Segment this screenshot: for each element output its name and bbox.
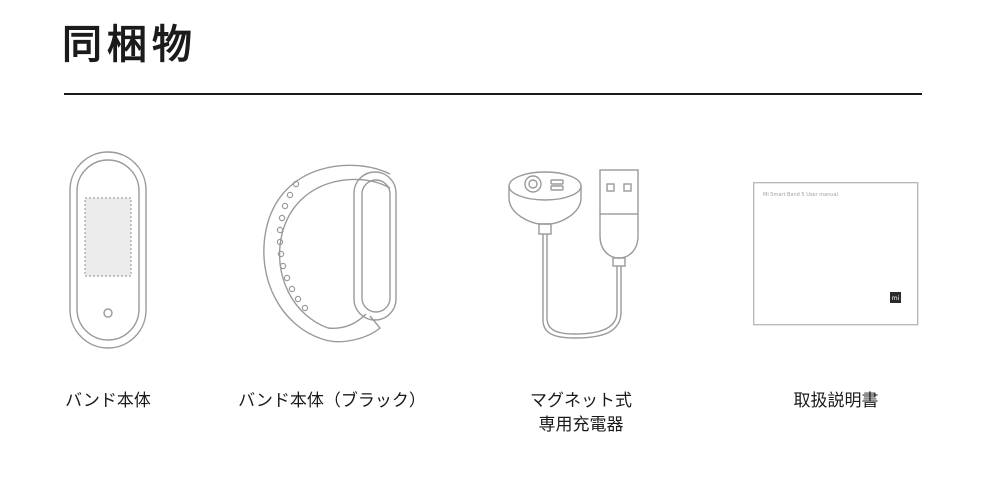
band-strap-illustration (258, 158, 408, 346)
title-divider (64, 93, 922, 95)
manual-illustration: Mi Smart Band 5 User manual mi (753, 182, 919, 326)
manual-cover-text: Mi Smart Band 5 User manual (763, 192, 838, 198)
mi-logo-text: mi (892, 295, 900, 302)
band-core-illustration (68, 150, 148, 350)
band-core-label: バンド本体 (65, 391, 151, 411)
manual-label: 取扱説明書 (793, 391, 879, 411)
band-strap-label: バンド本体（ブラック） (238, 391, 426, 411)
page-title: 同梱物 (62, 22, 197, 68)
charger-label: マグネット式 専用充電器 (530, 391, 632, 435)
charger-illustration (505, 162, 655, 342)
